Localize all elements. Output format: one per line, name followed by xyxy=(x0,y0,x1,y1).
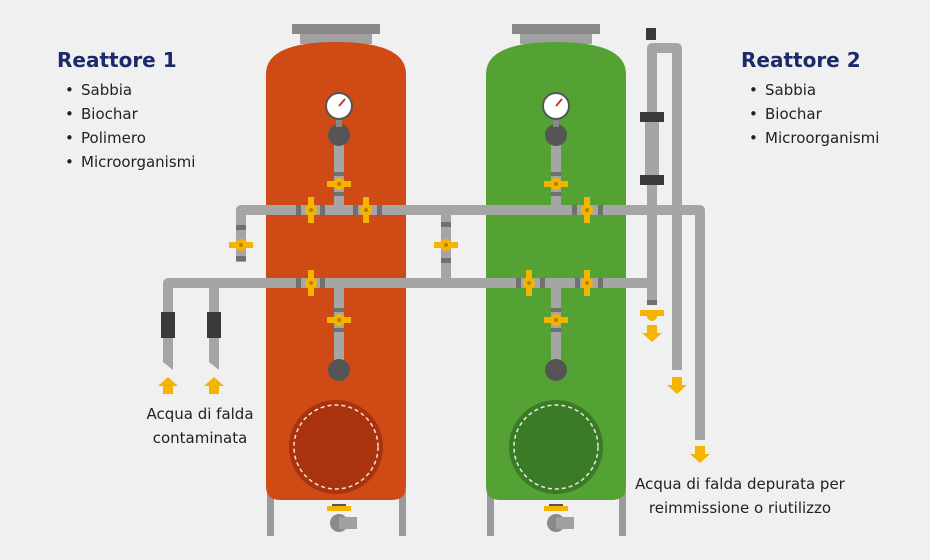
reactor-2-title: Reattore 2 xyxy=(741,48,861,72)
ball-valve-icon xyxy=(305,197,317,223)
manhole-icon xyxy=(289,400,383,494)
list-item: Sabbia xyxy=(57,78,195,102)
tank-ports xyxy=(328,124,567,381)
reactor-1-legs xyxy=(267,490,406,536)
reactor-2-media-list: Sabbia Biochar Microorganismi xyxy=(741,78,879,150)
ball-valve-icon xyxy=(544,178,568,190)
valves xyxy=(229,178,593,326)
list-item: Microorganismi xyxy=(741,126,879,150)
inlet-caption: Acqua di falda contaminata xyxy=(146,405,254,447)
reactor-2-legend: Reattore 2 Sabbia Biochar Microorganismi xyxy=(741,48,879,150)
reactor-2-body xyxy=(486,42,626,500)
ball-valve-icon xyxy=(305,270,317,296)
ball-valve-icon xyxy=(544,314,568,326)
ball-valve-icon xyxy=(327,178,351,190)
list-item: Polimero xyxy=(57,126,195,150)
ball-valve-icon xyxy=(640,310,664,321)
arrow-up-icon xyxy=(204,377,224,394)
reactor-2-tank xyxy=(486,24,626,500)
ball-valve-icon xyxy=(581,270,593,296)
ball-valve-icon xyxy=(434,239,458,251)
arrow-down-icon xyxy=(642,325,662,342)
list-item: Sabbia xyxy=(741,78,879,102)
pipe-section xyxy=(645,122,659,175)
reactor-1-legend: Reattore 1 Sabbia Biochar Polimero Micro… xyxy=(57,48,195,174)
arrow-down-icon xyxy=(690,446,710,463)
reactor-1-tank xyxy=(266,24,406,500)
drain-valve-1 xyxy=(327,504,357,532)
manhole-icon xyxy=(509,400,603,494)
ball-valve-icon xyxy=(229,239,253,251)
reactor-1-media-list: Sabbia Biochar Polimero Microorganismi xyxy=(57,78,195,174)
pressure-gauge-icon xyxy=(325,92,353,127)
ball-valve-icon xyxy=(360,197,372,223)
reactor-1-lid xyxy=(292,24,380,34)
outlet-caption: Acqua di falda depurata per reimmissione… xyxy=(635,475,845,517)
ball-valve-icon xyxy=(523,270,535,296)
ball-valve-icon xyxy=(581,197,593,223)
ball-valve-icon xyxy=(327,314,351,326)
list-item: Biochar xyxy=(741,102,879,126)
reactor-2-lid xyxy=(512,24,600,34)
list-item: Biochar xyxy=(57,102,195,126)
list-item: Microorganismi xyxy=(57,150,195,174)
drain-valve-2 xyxy=(544,504,574,532)
reactor-1-title: Reattore 1 xyxy=(57,48,177,72)
reactor-1-body xyxy=(266,42,406,500)
pipe-filters xyxy=(161,28,664,338)
pipe-couplings xyxy=(236,172,657,332)
arrow-up-icon xyxy=(158,377,178,394)
reactor-2-legs xyxy=(487,490,626,536)
inlet-tips xyxy=(163,338,705,440)
pressure-gauge-icon xyxy=(542,92,570,127)
arrow-down-icon xyxy=(667,377,687,394)
